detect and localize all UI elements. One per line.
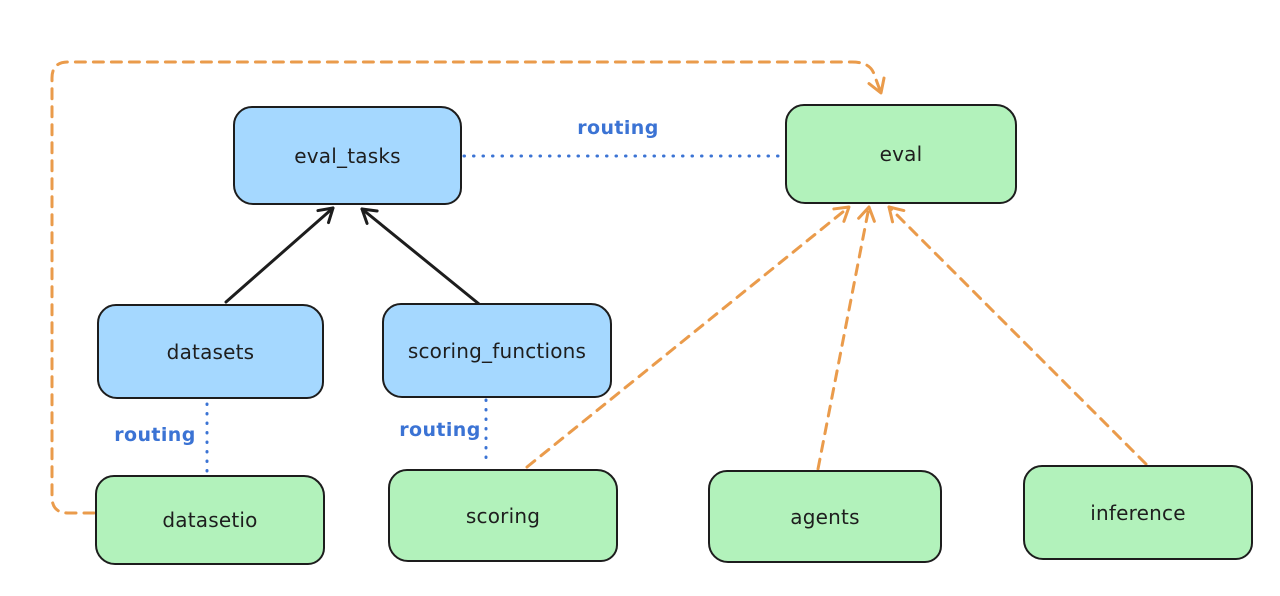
node-datasetio: datasetio: [95, 475, 325, 565]
node-datasets-label: datasets: [166, 339, 255, 364]
node-eval-tasks-label: eval_tasks: [294, 143, 401, 168]
node-inference: inference: [1023, 465, 1253, 560]
node-datasetio-label: datasetio: [162, 508, 258, 532]
node-scoring-functions-label: scoring_functions: [407, 338, 587, 363]
node-scoring-label: scoring: [465, 503, 541, 528]
node-datasets: datasets: [97, 304, 324, 399]
node-eval: eval: [785, 104, 1017, 204]
node-agents: agents: [708, 470, 942, 563]
edge-label-routing-scoring: routing: [399, 419, 481, 441]
edge-label-routing-eval: routing: [577, 117, 659, 139]
node-agents-label: agents: [790, 504, 860, 529]
node-scoring: scoring: [388, 469, 618, 562]
edge-agents-to-eval: [816, 205, 876, 471]
edge-scoring-functions-to-eval-tasks: [360, 207, 481, 306]
node-inference-label: inference: [1090, 500, 1186, 525]
edge-inference-to-eval: [887, 205, 1148, 466]
node-scoring-functions: scoring_functions: [382, 303, 612, 398]
edge-datasets-to-eval-tasks: [224, 206, 335, 304]
node-eval-label: eval: [879, 142, 923, 166]
node-eval-tasks: eval_tasks: [233, 106, 462, 205]
edge-label-routing-datasetio: routing: [114, 424, 196, 446]
